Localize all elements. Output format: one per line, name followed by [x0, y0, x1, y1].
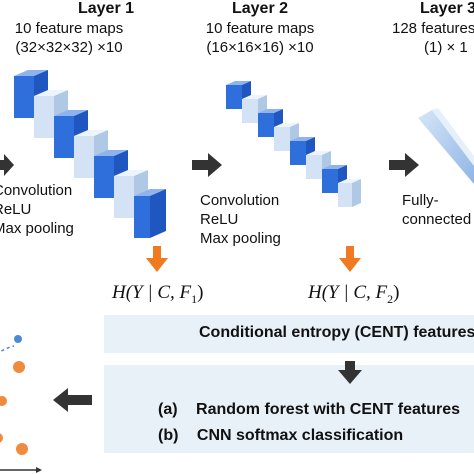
- layer1-feature-maps: [14, 70, 166, 238]
- layer3-operations: Fully- connected: [402, 191, 471, 229]
- cent-features-title: Conditional entropy (CENT) features: [199, 324, 474, 341]
- layer3-dimensions: (1) × 1: [424, 39, 468, 56]
- scatter-point: [0, 396, 7, 406]
- option-b-text: CNN softmax classification: [196, 427, 404, 444]
- layer1-op-convolution: Convolution: [0, 182, 73, 199]
- classification-option-b: (b) CNN softmax classification: [158, 427, 403, 445]
- classification-option-a: (a) Random forest with CENT features: [158, 401, 460, 419]
- layer2-op-convolution: Convolution: [200, 192, 280, 209]
- entropy-h2-close: ): [393, 282, 400, 303]
- layer1-map-7: [134, 189, 166, 238]
- layer2-title: Layer 2: [231, 0, 289, 17]
- layer3-op-fully: Fully-: [402, 192, 439, 209]
- scatter-point: [14, 335, 22, 343]
- layer1-op-relu: ReLU: [0, 201, 32, 218]
- orange-arrow-layer2: [339, 246, 361, 272]
- arrow-layer2-to-layer3: [389, 153, 419, 177]
- layer2-op-relu: ReLU: [200, 211, 239, 228]
- layer1-dimensions: (32×32×32) ×10: [15, 39, 123, 56]
- layer2-map-5: [290, 137, 315, 165]
- layer3-op-connected: connected: [402, 211, 472, 228]
- layer3-feature-vector: [418, 108, 474, 184]
- layer1-op-maxpool: Max pooling: [0, 220, 74, 237]
- entropy-h1-close: ): [197, 282, 204, 303]
- entropy-h2-symbol: H: [308, 282, 322, 303]
- arrow-layer1-to-layer2: [192, 153, 222, 177]
- entropy-h1-subscript: 1: [191, 291, 198, 306]
- entropy-h1-args: (Y | C, F: [125, 282, 192, 303]
- scatter-point: [16, 443, 28, 455]
- entropy-h1-symbol: H: [112, 282, 126, 303]
- scatter-x-axis-arrowhead: [36, 467, 42, 473]
- orange-arrow-layer1: [146, 246, 168, 272]
- layer2-feature-maps: [226, 81, 361, 207]
- arrow-into-layer1: [0, 154, 14, 176]
- layer2-dimensions: (16×16×16) ×10: [206, 39, 314, 56]
- option-a-text: Random forest with CENT features: [196, 401, 461, 418]
- option-a-marker: (a): [158, 401, 178, 418]
- arrow-classification-to-scatter: [53, 388, 92, 412]
- layer2-op-maxpool: Max pooling: [200, 230, 281, 247]
- entropy-formula-layer2: H(Y | C, F2): [308, 282, 399, 307]
- layer3-feature-count: 128 features: [392, 20, 474, 37]
- layer1-operations: Convolution ReLU Max pooling: [0, 181, 74, 238]
- scatter-decision-boundary: [0, 345, 15, 353]
- scatter-point: [13, 361, 25, 373]
- layer1-feature-count: 10 feature maps: [14, 20, 124, 37]
- arrow-cent-to-classification: [338, 361, 362, 384]
- scatter-plot-fragment: [0, 335, 42, 473]
- entropy-h2-subscript: 2: [387, 291, 394, 306]
- cent-features-panel: [104, 315, 474, 353]
- layer2-operations: Convolution ReLU Max pooling: [200, 191, 281, 248]
- layer1-title: Layer 1: [77, 0, 135, 17]
- layer2-map-8: [338, 179, 361, 207]
- entropy-formula-layer1: H(Y | C, F1): [112, 282, 203, 307]
- classification-panel: [104, 365, 474, 453]
- scatter-point: [0, 433, 3, 443]
- layer3-title: Layer 3: [420, 0, 474, 17]
- layer2-feature-count: 10 feature maps: [205, 20, 315, 37]
- option-b-marker: (b): [158, 427, 179, 444]
- entropy-h2-args: (Y | C, F: [321, 282, 388, 303]
